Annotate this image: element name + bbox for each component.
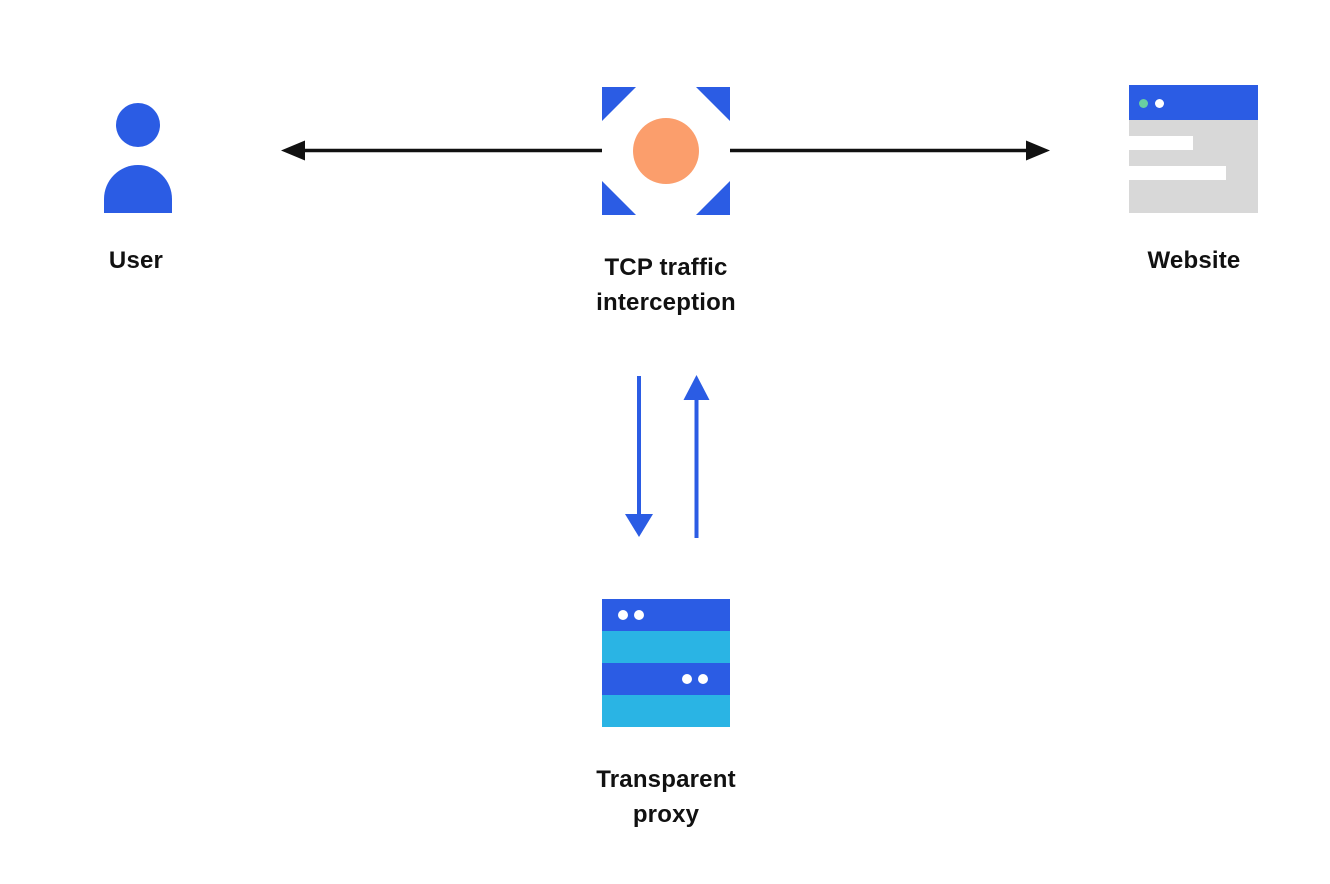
person-torso: [104, 165, 172, 213]
arrowhead-down: [625, 514, 653, 537]
server-stack-icon: [602, 599, 730, 727]
browser-window-icon: [1129, 85, 1258, 213]
tcp-interception-glyph: [602, 87, 730, 215]
server-led-icon: [634, 610, 644, 620]
corner-triangle-top-left: [602, 87, 636, 121]
content-line-long: [1129, 166, 1226, 180]
corner-triangle-bottom-left: [602, 181, 636, 215]
person-head: [116, 103, 160, 147]
proxy-label: Transparent proxy: [516, 762, 816, 832]
server-led-icon: [618, 610, 628, 620]
server-unit-3: [602, 663, 730, 695]
proxy-to-interception-arrow: [683, 375, 710, 538]
tcp-interception-icon: [602, 87, 730, 215]
browser-dot-green-icon: [1139, 99, 1148, 108]
corner-triangle-bottom-right: [696, 181, 730, 215]
arrowhead-right: [1026, 140, 1050, 161]
server-unit-4: [602, 695, 730, 727]
corner-triangle-top-right: [696, 87, 730, 121]
proxy-label-line1: Transparent: [596, 766, 736, 793]
arrowhead-up: [683, 375, 710, 400]
content-line-short: [1129, 136, 1193, 150]
server-unit-2: [602, 631, 730, 663]
server-unit-1: [602, 599, 730, 631]
interception-core-circle: [633, 118, 699, 184]
interception-label: TCP traffic interception: [516, 250, 816, 320]
browser-titlebar: [1129, 85, 1258, 120]
interception-label-line1: TCP traffic: [604, 254, 728, 281]
server-led-icon: [698, 674, 708, 684]
user-label: User: [108, 247, 164, 274]
browser-dot-white-icon: [1155, 99, 1164, 108]
arrowhead-left: [281, 140, 305, 161]
server-led-icon: [682, 674, 692, 684]
person-icon: [104, 103, 172, 213]
proxy-label-line2: proxy: [632, 801, 700, 828]
website-label: Website: [1147, 247, 1241, 274]
interception-label-line2: interception: [596, 289, 736, 316]
interception-to-proxy-arrow: [625, 376, 653, 537]
browser-content-area: [1129, 120, 1258, 213]
